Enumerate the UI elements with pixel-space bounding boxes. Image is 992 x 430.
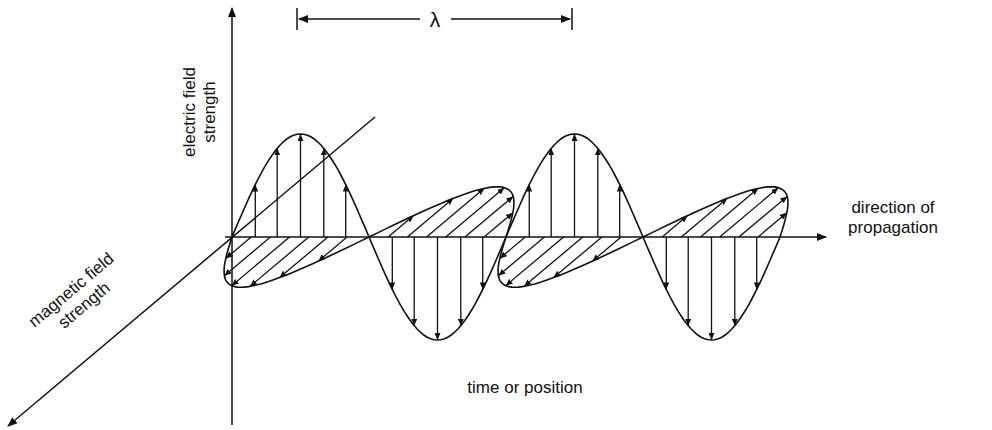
magnetic-vector [232,237,290,286]
magnetic-vector [524,237,583,286]
electric-vector [574,134,575,237]
magnetic-vector [484,213,513,237]
wave-loop [498,134,643,287]
axis-label: magnetic field strength [17,243,138,354]
magnetic-vector [739,196,787,237]
electric-vector [300,134,301,237]
axis-label: direction of propagation [848,198,938,238]
electric-vector [551,148,552,237]
wave-loop [643,187,788,340]
electric-vector [711,237,712,340]
magnetic-vector [446,188,505,237]
magnetic-vector [498,237,544,276]
magnetic-vector [720,188,779,237]
magnetic-vector [226,237,251,258]
electric-vector [437,237,438,340]
magnetic-vector [250,237,309,286]
axis-label: electric field strength [180,52,220,172]
magnetic-vector [500,237,525,258]
magnetic-axis [8,117,375,426]
magnetic-vector [681,198,727,237]
magnetic-vector [407,198,453,237]
magnetic-vector [465,196,513,237]
magnetic-vector [554,237,602,278]
electric-vector [460,237,461,326]
wave-loop [369,187,514,340]
wavelength-symbol: λ [427,7,444,32]
electric-vector [255,185,256,237]
electric-vector [734,237,735,326]
electric-vector [666,237,667,289]
dimension-line [299,18,420,20]
magnetic-vector [280,237,328,278]
electric-vector [323,148,324,237]
magnetic-vector [318,237,347,261]
field-vectors [224,134,788,340]
electric-vector [619,185,620,237]
axis-label: time or position [467,378,582,398]
magnetic-vector [388,216,413,237]
dimension-tick [296,8,298,30]
electric-vector [345,185,346,237]
dimension-tick [571,8,573,30]
magnetic-vector [592,237,621,261]
dimension-line [451,18,570,20]
electric-vector [529,185,530,237]
vertical-axis [231,8,233,425]
electric-vector [482,237,483,289]
wave-loop [224,134,369,287]
magnetic-vector [506,237,564,286]
electric-vector [414,237,415,326]
magnetic-vector [224,237,270,276]
magnetic-vector [758,213,787,237]
electric-vector [597,148,598,237]
electric-vector [756,237,757,289]
magnetic-vector [662,216,687,237]
electric-vector [688,237,689,326]
electric-vector [392,237,393,289]
electric-vector [277,148,278,237]
